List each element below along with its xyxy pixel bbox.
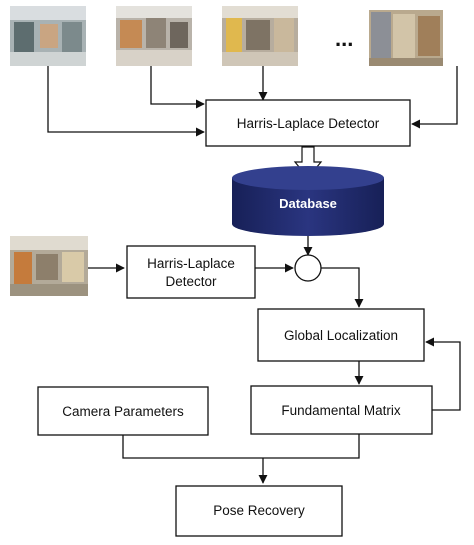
detector-query-label-line2: Detector [165,274,217,289]
connector-merge [122,434,360,459]
connector-matcher-localization [321,267,364,308]
connector-photo-2 [150,66,205,109]
hallway-photo-4 [369,10,443,66]
detector-query-node: Harris-Laplace Detector [126,245,256,299]
detector-top-label: Harris-Laplace Detector [237,116,380,131]
thumbnail-connectors [47,66,458,137]
detector-query-label-line1: Harris-Laplace [147,256,235,271]
global-localization-label: Global Localization [284,328,398,343]
fundamental-matrix-node: Fundamental Matrix [250,385,433,435]
pose-recovery-label: Pose Recovery [213,503,305,518]
connector-photo-1 [47,66,205,137]
fundamental-matrix-label: Fundamental Matrix [281,403,401,418]
query-photo [10,236,88,296]
camera-parameters-label: Camera Parameters [62,404,184,419]
feedback-loop-connector [425,337,461,411]
database-label: Database [279,196,337,211]
pose-recovery-node: Pose Recovery [175,485,343,537]
hallway-photo-1 [10,6,86,66]
hallway-photo-3 [222,6,298,66]
hallway-photo-2 [116,6,192,66]
merge-connectors [122,434,360,484]
detector-top-node: Harris-Laplace Detector [205,99,411,147]
database-node: Database [232,166,384,236]
ellipsis-text: ... [335,26,353,51]
global-localization-node: Global Localization [257,308,425,362]
matching-junction [294,254,322,282]
connector-photo-4 [411,66,458,129]
camera-parameters-node: Camera Parameters [37,386,209,436]
